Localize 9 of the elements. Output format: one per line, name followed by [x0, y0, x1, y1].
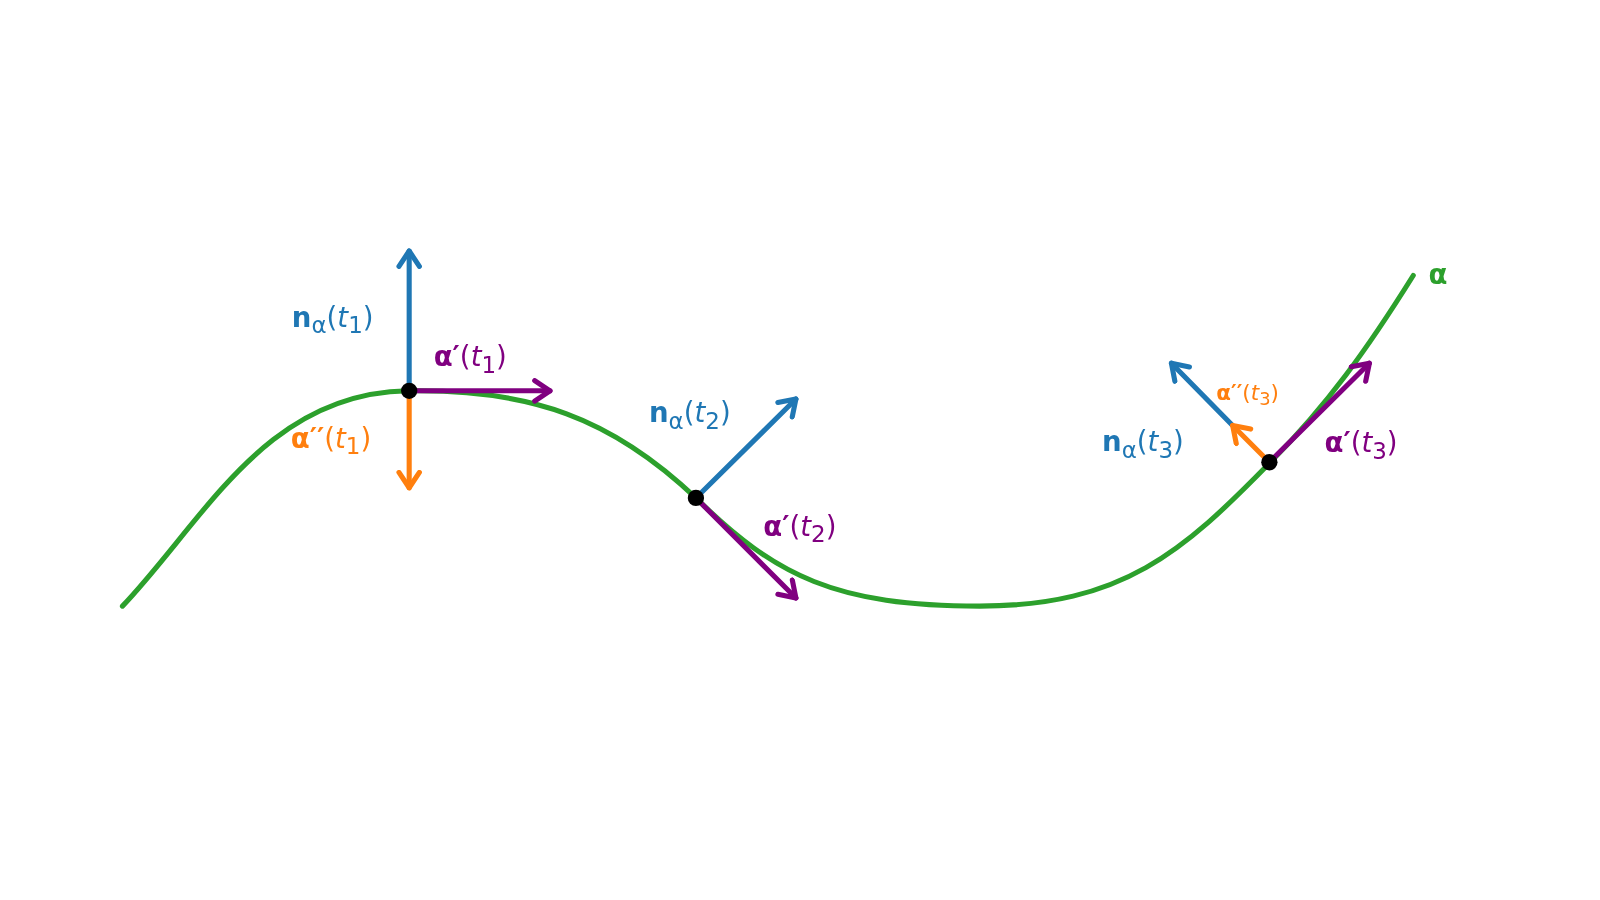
vector-label: α′(t$_{1}$) [433, 341, 507, 378]
vector-label: n$_{α}$(t$_{1}$) [291, 302, 374, 338]
vector-label: α′′(t$_{1}$) [290, 423, 372, 460]
vector-label: α′(t$_{3}$) [1324, 427, 1398, 464]
vector-label: n$_{α}$(t$_{2}$) [648, 397, 731, 434]
vector-label: n$_{α}$(t$_{3}$) [1102, 426, 1184, 463]
vector-label: α′(t$_{2}$) [763, 511, 837, 548]
vector-label: α′′(t$_{3}$) [1216, 381, 1279, 410]
curve-label: α [1428, 259, 1448, 290]
